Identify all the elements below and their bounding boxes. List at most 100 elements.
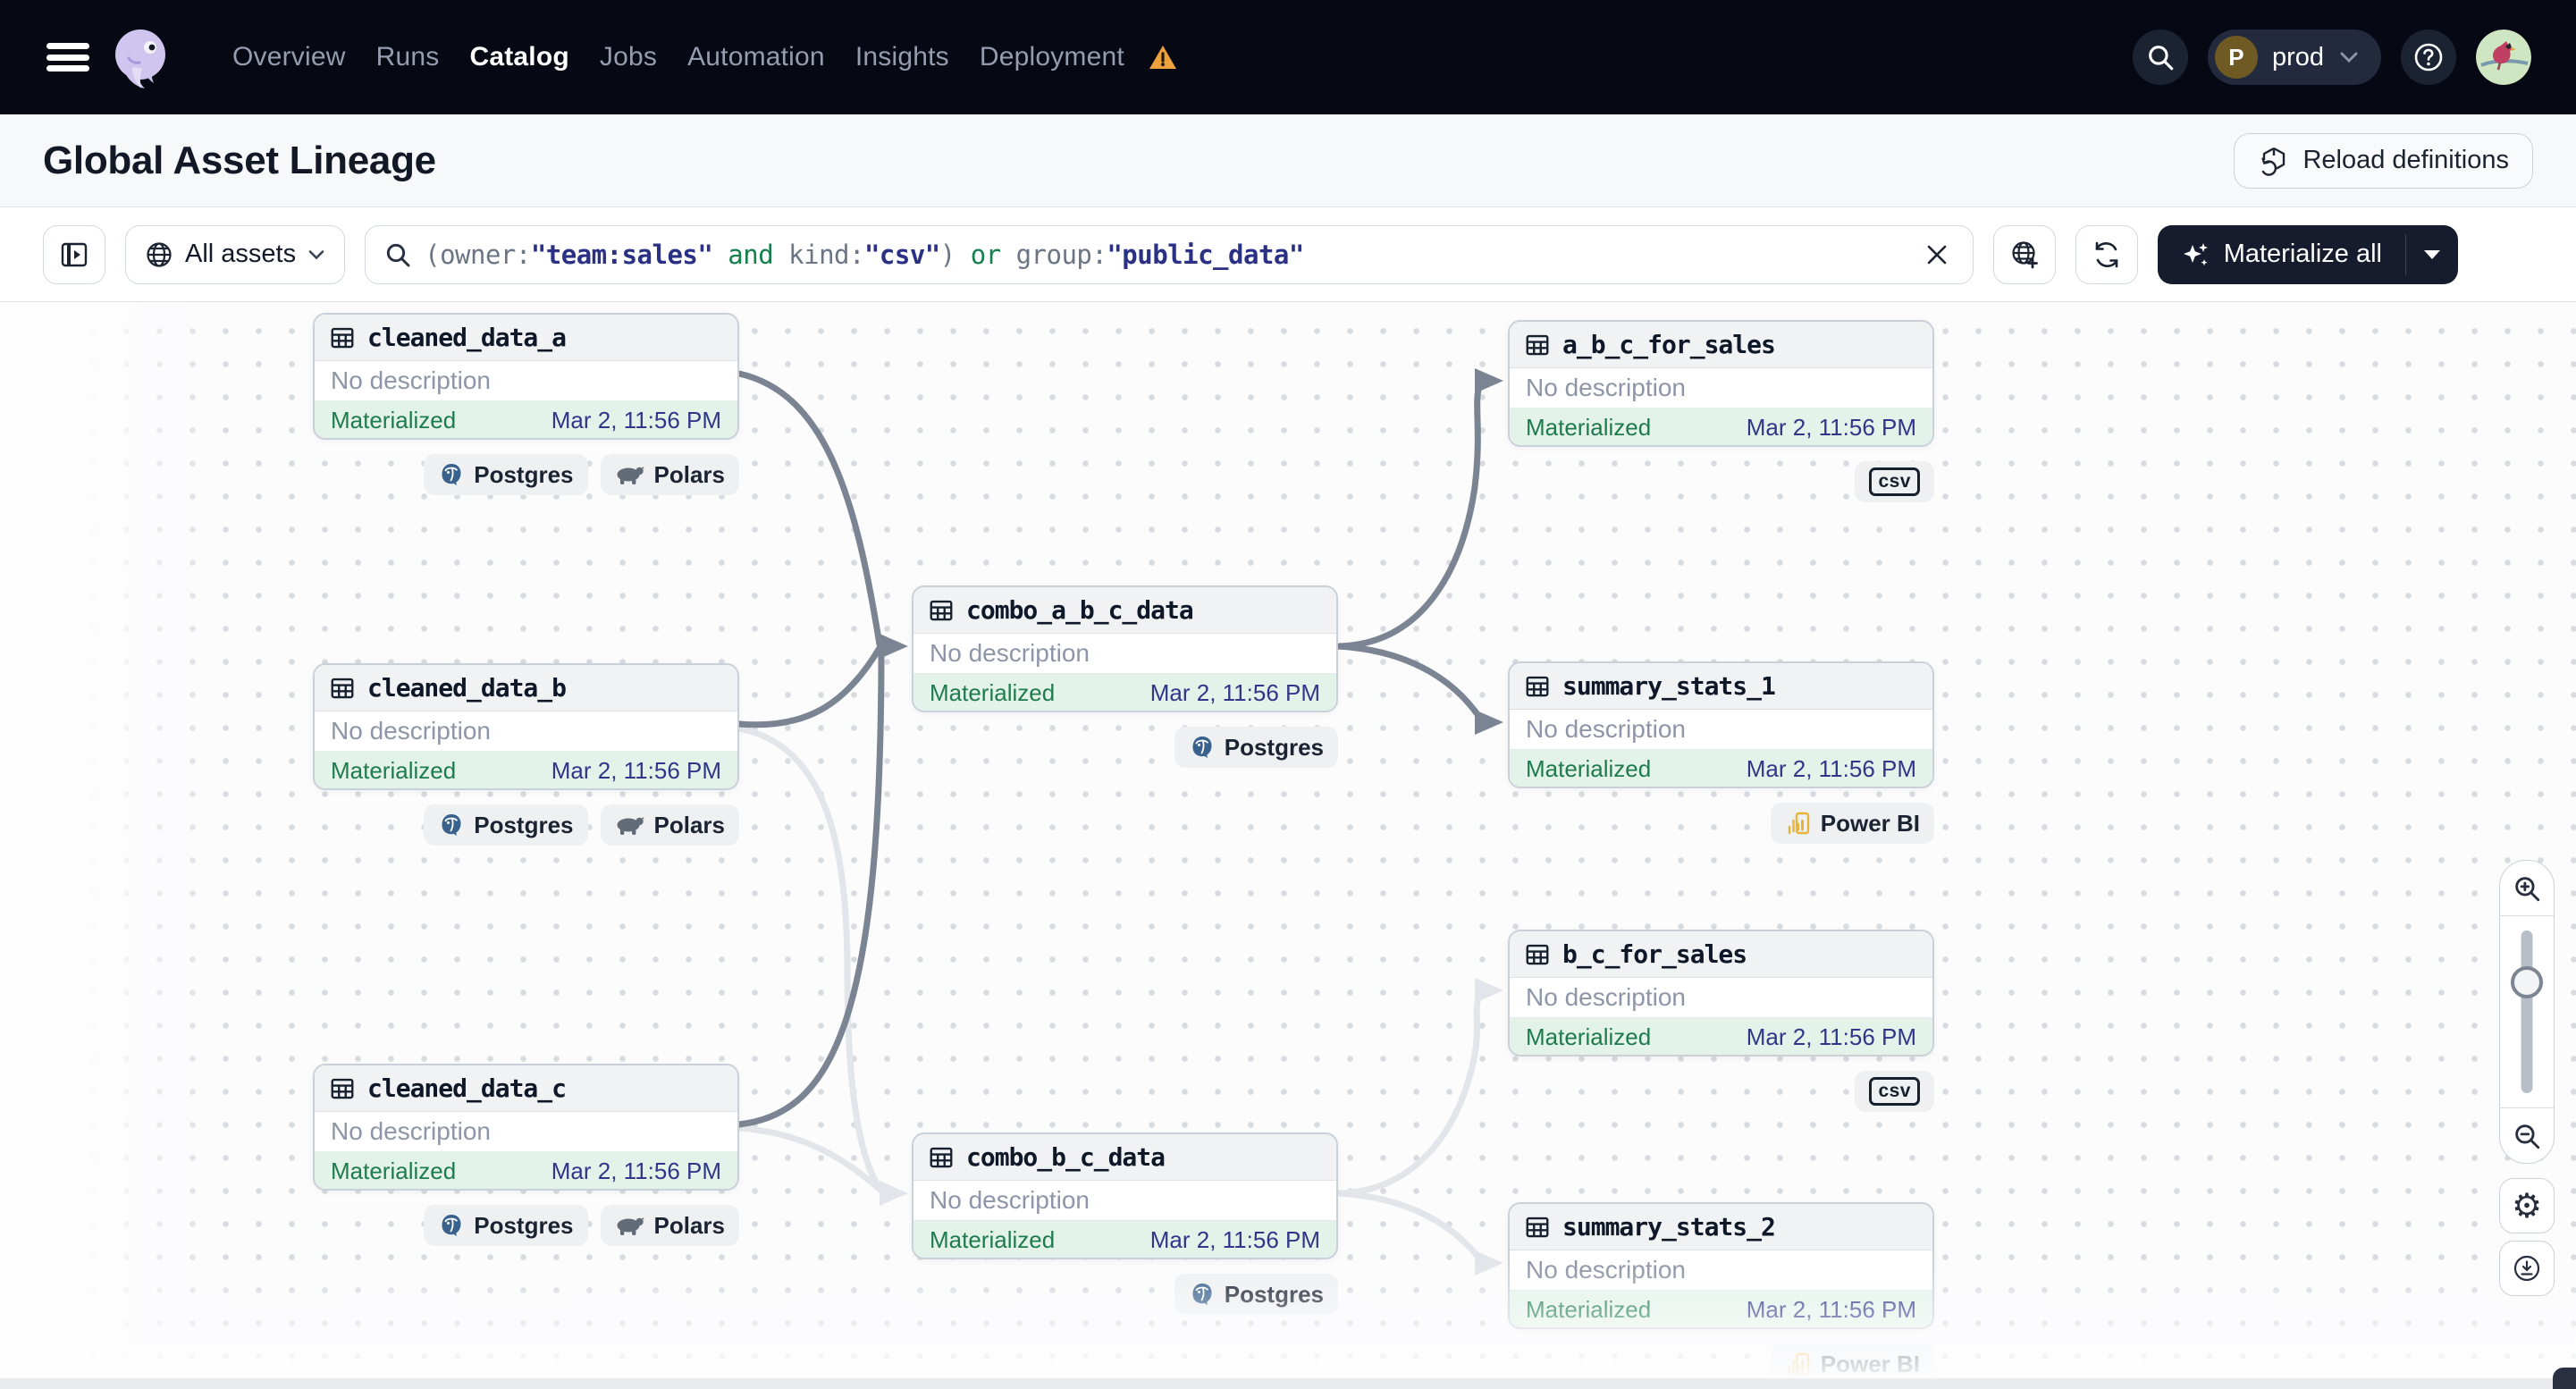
clear-search-button[interactable] [1919,237,1955,273]
asset-node-cleaned_data_a[interactable]: cleaned_data_a No description Materializ… [313,313,739,440]
arrowhead [880,1181,908,1206]
asset-name: b_c_for_sales [1562,939,1747,969]
table-icon [331,678,354,698]
download-image-button[interactable] [2499,1241,2555,1296]
hamburger-icon[interactable] [45,38,91,77]
polars-icon [615,813,645,837]
lineage-canvas[interactable]: cleaned_data_a No description Materializ… [0,302,2576,1389]
tag-polars[interactable]: Polars [600,454,739,495]
open-in-new-tab-button[interactable] [1992,224,2056,284]
nav-item-overview[interactable]: Overview [232,42,346,72]
edge-cleaned-c-to-combo-abc [736,647,885,1128]
asset-node-b_c_for_sales[interactable]: b_c_for_sales No description Materialize… [1508,930,1934,1056]
table-icon [930,1147,953,1167]
tag-csv[interactable]: csv [1855,461,1934,502]
asset-status-row: Materialized Mar 2, 11:56 PM [1510,1291,1932,1327]
table-icon [1526,676,1549,696]
tag-postgres[interactable]: Postgres [424,1205,588,1246]
powerbi-icon [1785,1351,1812,1377]
global-search-button[interactable] [2132,29,2188,85]
query-segment: group: [1000,239,1107,270]
zoom-out-button[interactable] [2500,1107,2554,1163]
zoom-slider[interactable] [2500,916,2554,1107]
materialized-timestamp: Mar 2, 11:56 PM [1746,1296,1916,1323]
asset-node-cleaned_data_b[interactable]: cleaned_data_b No description Materializ… [313,663,739,790]
edge-cleaned-a-to-combo-abc [736,370,883,648]
tag-postgres[interactable]: Postgres [424,804,588,846]
arrowhead [1475,368,1503,393]
tag-postgres[interactable]: Postgres [1174,1274,1338,1315]
caret-down-icon [2424,249,2440,259]
zoom-slider-track[interactable] [2521,930,2533,1093]
page-title: Global Asset Lineage [43,138,436,182]
graph-settings-button[interactable]: ⚙ [2499,1178,2555,1233]
query-segment: ) [939,239,971,270]
asset-node-header: a_b_c_for_sales [1510,322,1932,368]
asset-description: No description [1510,978,1932,1018]
asset-description: No description [315,361,737,401]
tag-polars[interactable]: Polars [600,1205,739,1246]
dagster-logo[interactable] [105,22,175,92]
materialize-options-button[interactable] [2406,225,2458,284]
open-left-panel-button[interactable] [43,224,105,284]
asset-search-input[interactable]: (owner:"team:sales" and kind:"csv") or g… [365,224,1974,284]
asset-node-summary_stats_1[interactable]: summary_stats_1 No description Materiali… [1508,661,1934,788]
asset-scope-dropdown[interactable]: All assets [125,224,346,284]
tag-postgres[interactable]: Postgres [1174,727,1338,768]
asset-name: combo_a_b_c_data [966,595,1194,625]
nav-item-catalog[interactable]: Catalog [469,42,569,72]
asset-node-header: cleaned_data_c [315,1065,737,1112]
asset-description: No description [1510,710,1932,750]
materialized-timestamp: Mar 2, 11:56 PM [551,757,721,784]
asset-status-row: Materialized Mar 2, 11:56 PM [315,1152,737,1189]
materialized-timestamp: Mar 2, 11:56 PM [1746,414,1916,441]
zoom-in-button[interactable] [2500,861,2554,916]
materialized-status: Materialized [1526,755,1652,782]
asset-tag-row: csv [1508,461,1934,502]
nav-item-insights[interactable]: Insights [854,42,949,72]
nav-item-automation[interactable]: Automation [687,42,825,72]
asset-node-header: summary_stats_2 [1510,1204,1932,1250]
asset-node-a_b_c_for_sales[interactable]: a_b_c_for_sales No description Materiali… [1508,320,1934,447]
asset-node-cleaned_data_c[interactable]: cleaned_data_c No description Materializ… [313,1064,739,1191]
deployment-initial: P [2214,36,2258,79]
materialized-timestamp: Mar 2, 11:56 PM [551,1158,721,1184]
refresh-button[interactable] [2075,224,2138,284]
tag-polars[interactable]: Polars [600,804,739,846]
asset-name: cleaned_data_a [367,323,567,352]
asset-node-header: cleaned_data_a [315,315,737,361]
table-icon [331,1078,354,1099]
nav-item-jobs[interactable]: Jobs [599,42,658,72]
nav-item-runs[interactable]: Runs [375,42,440,72]
polars-icon [615,463,645,486]
tag-label: Polars [653,811,726,838]
deployment-switcher[interactable]: P prod [2207,29,2381,85]
polars-icon [615,1214,645,1237]
deployment-warning-icon[interactable] [1148,44,1178,71]
materialized-status: Materialized [331,407,457,434]
tag-csv[interactable]: csv [1855,1071,1934,1112]
tag-label: Polars [653,1211,726,1239]
query-segment: "team:sales" [530,239,713,270]
materialized-timestamp: Mar 2, 11:56 PM [1149,1226,1320,1253]
edge-combo-bc-to-summary-2 [1334,1190,1480,1259]
asset-name: summary_stats_2 [1562,1212,1776,1242]
reload-definitions-button[interactable]: Reload definitions [2234,132,2533,189]
nav-item-deployment[interactable]: Deployment [979,42,1124,72]
asset-node-summary_stats_2[interactable]: summary_stats_2 No description Materiali… [1508,1202,1934,1329]
zoom-slider-thumb[interactable] [2511,966,2543,998]
asset-node-combo_a_b_c_data[interactable]: combo_a_b_c_data No description Material… [912,585,1338,712]
help-button[interactable] [2401,29,2456,85]
postgres-icon [1189,1281,1216,1308]
user-avatar[interactable] [2476,29,2531,85]
asset-description: No description [315,711,737,752]
tag-postgres[interactable]: Postgres [424,454,588,495]
asset-tag-row: Power BI [1508,803,1934,844]
tag-power-bi[interactable]: Power BI [1770,803,1934,844]
asset-node-combo_b_c_data[interactable]: combo_b_c_data No description Materializ… [912,1132,1338,1259]
tag-label: Postgres [474,1211,574,1239]
horizontal-scrollbar[interactable] [0,1378,2576,1389]
scrollbar-corner [2553,1368,2576,1389]
materialize-all-button[interactable]: Materialize all [2157,224,2458,284]
asset-description: No description [913,634,1336,674]
